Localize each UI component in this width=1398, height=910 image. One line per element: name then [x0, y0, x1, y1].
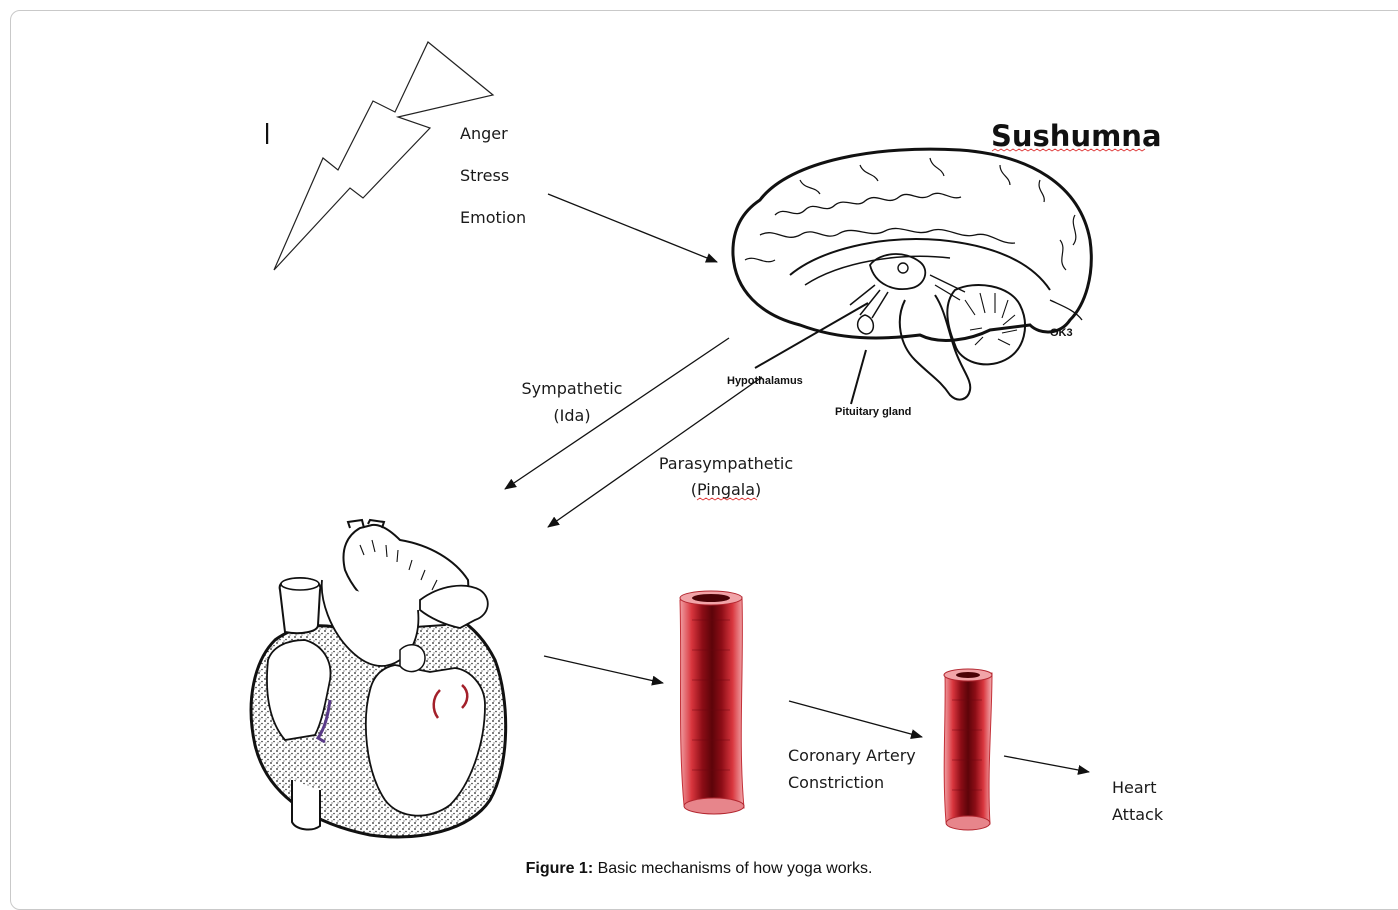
text-cursor: [266, 123, 268, 144]
brain-illustration: [733, 149, 1091, 400]
lightning-bolt-icon: [274, 42, 493, 270]
label-coronary-artery: Coronary Artery: [788, 746, 916, 765]
label-pingala: (Pingala): [691, 480, 762, 499]
label-hypothalamus: Hypothalamus: [727, 375, 803, 387]
label-stress: Stress: [460, 166, 509, 185]
label-sympathetic: Sympathetic: [522, 379, 623, 398]
label-anger: Anger: [460, 124, 508, 143]
label-parasympathetic: Parasympathetic: [659, 454, 793, 473]
artery-normal-illustration: [680, 591, 744, 814]
artery-constricted-illustration: [944, 669, 992, 830]
pituitary-pointer: [851, 350, 866, 404]
caption-text: Basic mechanisms of how yoga works.: [598, 860, 873, 877]
arrow-parasympathetic: [548, 377, 762, 527]
arrow-trigger-to-brain: [548, 194, 717, 262]
arrow-to-heart-attack: [1004, 756, 1089, 772]
brain-signature: OK3: [1050, 327, 1073, 339]
label-emotion: Emotion: [460, 208, 526, 227]
label-pituitary-gland: Pituitary gland: [835, 406, 911, 418]
brain-title: Sushumna: [991, 119, 1162, 153]
label-heart: Heart: [1112, 778, 1157, 797]
arrow-artery-to-constriction: [789, 701, 922, 737]
arrow-heart-to-artery: [544, 656, 663, 683]
caption-label: Figure 1:: [526, 860, 594, 877]
label-constriction: Constriction: [788, 773, 884, 792]
heart-illustration: [251, 520, 506, 837]
figure-caption: Figure 1: Basic mechanisms of how yoga w…: [0, 860, 1398, 878]
label-ida: (Ida): [553, 406, 590, 425]
label-attack: Attack: [1112, 805, 1164, 824]
